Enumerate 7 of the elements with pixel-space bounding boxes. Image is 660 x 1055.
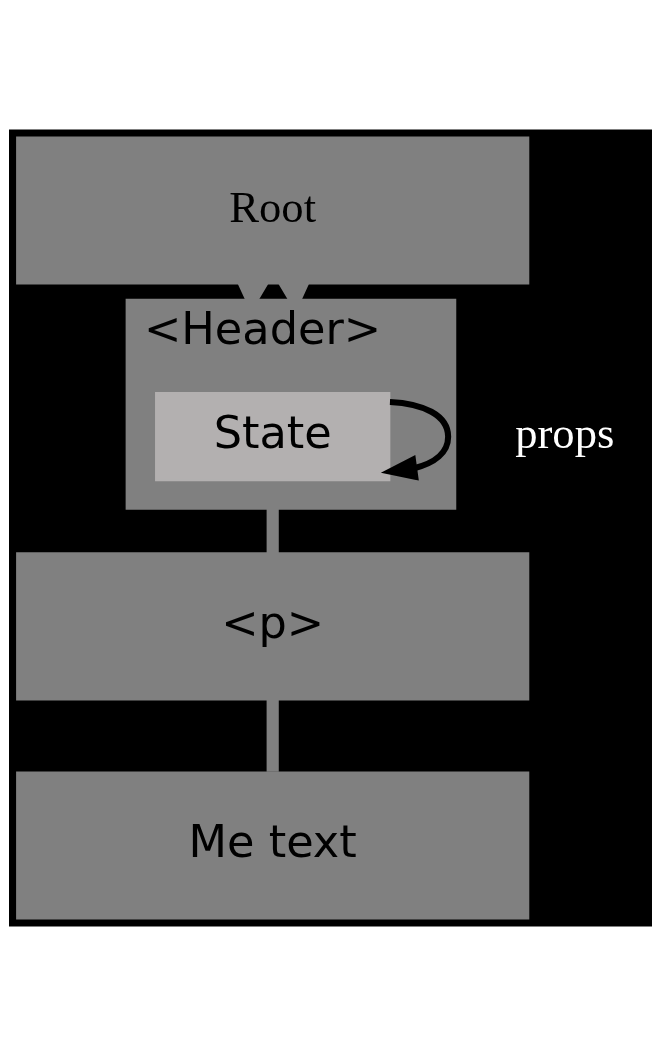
arrow (380, 398, 451, 480)
node-box: Me text (15, 770, 529, 919)
node-box: <p> (15, 551, 529, 700)
node-box: State (154, 391, 390, 481)
connector (266, 698, 279, 772)
label: props (514, 407, 614, 458)
connector (266, 508, 279, 553)
